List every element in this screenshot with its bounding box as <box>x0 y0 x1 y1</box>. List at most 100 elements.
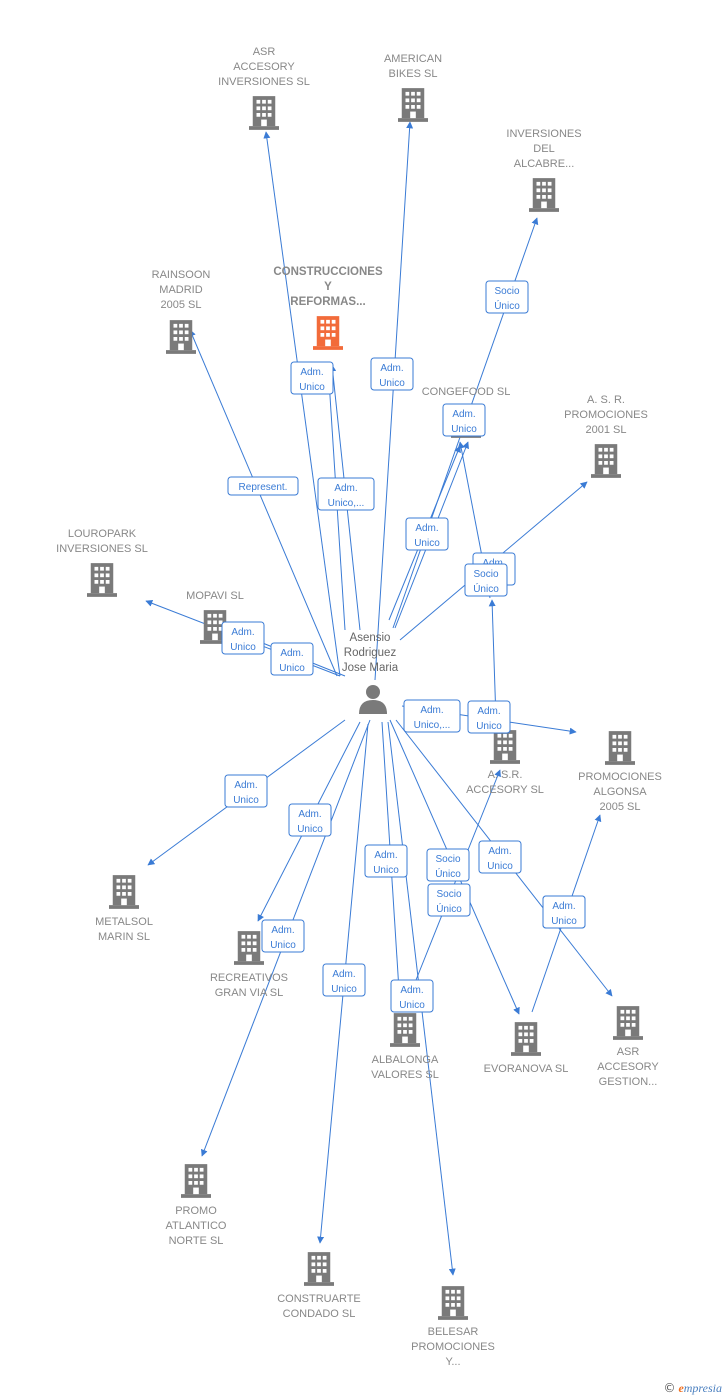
edge-label-text: Unico <box>299 382 325 393</box>
company-name-line: CONGEFOOD SL <box>422 386 511 398</box>
company-node-asr-accesory[interactable]: A. S.R.ACCESORY SL <box>466 730 544 796</box>
company-name-line: PROMOCIONES <box>564 409 648 421</box>
company-name-line: MARIN SL <box>98 931 150 943</box>
edge-label-12[interactable]: Adm. Unico <box>467 700 511 734</box>
company-name-line: GESTION... <box>599 1076 658 1088</box>
building-icon <box>304 1252 334 1286</box>
company-node-congefood[interactable]: CONGEFOOD SL <box>422 386 511 438</box>
company-name-line: ASR <box>617 1046 640 1058</box>
company-name-line: Y <box>324 281 332 293</box>
edge-label-5[interactable]: Adm.Unico <box>442 403 486 437</box>
edge-label-text: Adm. <box>332 969 355 980</box>
edge-label-text: Único <box>436 902 462 915</box>
company-node-construarte-condado[interactable]: CONSTRUARTE CONDADO SL <box>277 1252 361 1320</box>
edge-label-11[interactable]: Adm.Unico,... <box>403 699 461 733</box>
edge-label-10[interactable]: Adm.Unico <box>270 642 314 676</box>
company-node-construcciones-reformas[interactable]: CONSTRUCCIONESYREFORMAS... <box>273 266 383 350</box>
edge-label-9[interactable]: Adm.Unico <box>221 621 265 655</box>
person-name-line: Rodriguez <box>344 647 397 659</box>
brand-name: mpresia <box>683 1381 722 1395</box>
edge-label-13[interactable]: Adm.Unico <box>224 774 268 808</box>
building-icon <box>613 1006 643 1040</box>
edge-label-text: Unico,... <box>414 720 451 731</box>
edge-label-text: Unico <box>399 1000 425 1011</box>
company-name-line: A. S. R. <box>587 394 625 406</box>
edge-label-text: Unico <box>331 984 357 995</box>
edge-label-text: Socio <box>436 889 461 900</box>
edge-label-18[interactable]: Adm. Unico <box>478 840 522 874</box>
company-node-inversiones-del-alcabre[interactable]: INVERSIONESDELALCABRE... <box>506 128 582 212</box>
edge-label-text: Adm. <box>300 367 323 378</box>
company-name-line: ATLANTICO <box>166 1220 227 1232</box>
edge-label-14[interactable]: Adm.Unico <box>288 803 332 837</box>
company-name-line: PROMO <box>175 1205 217 1217</box>
edge-label-text: Adm. <box>400 985 423 996</box>
edge-label-text: Unico <box>487 861 513 872</box>
edge-label-text: Unico <box>297 824 323 835</box>
edge-label-6[interactable]: Adm.Unico <box>405 517 449 551</box>
company-node-evoranova[interactable]: EVORANOVA SL <box>484 1022 569 1075</box>
edge-label-0[interactable]: Adm. Unico <box>290 361 334 395</box>
company-name-line: INVERSIONES SL <box>218 76 310 88</box>
building-icon <box>490 730 520 764</box>
edge-label-text: Represent. <box>239 482 288 493</box>
building-icon <box>166 320 196 354</box>
edge-label-4[interactable]: Adm.Unico,... <box>317 477 375 511</box>
company-name-line: Y... <box>445 1356 460 1368</box>
edge-0 <box>263 131 341 677</box>
company-name-line: BIKES SL <box>389 68 438 80</box>
edge-label-21[interactable]: Adm. Unico <box>390 979 434 1013</box>
company-name-line: ACCESORY SL <box>466 784 544 796</box>
company-name-line: ALGONSA <box>593 786 647 798</box>
edge-label-text: Unico <box>233 795 259 806</box>
company-node-belesar-promociones[interactable]: BELESARPROMOCIONESY... <box>411 1286 495 1368</box>
edge-3 <box>189 329 338 677</box>
company-name-line: VALORES SL <box>371 1069 439 1081</box>
building-icon <box>87 563 117 597</box>
company-name-line: EVORANOVA SL <box>484 1063 569 1075</box>
edge-label-text: Unico <box>230 642 256 653</box>
edge-label-23[interactable]: Adm.Unico <box>542 895 586 929</box>
edge-label-text: Único <box>435 867 461 880</box>
company-node-asr-accesory-gestion[interactable]: ASRACCESORYGESTION... <box>597 1006 659 1088</box>
building-icon <box>605 731 635 765</box>
company-name-line: ACCESORY <box>233 61 295 73</box>
company-node-mopavi[interactable]: MOPAVI SL <box>186 590 244 644</box>
edge-label-text: Socio <box>494 286 519 297</box>
edge-label-text: Unico <box>551 916 577 927</box>
edge-label-1[interactable]: Adm.Unico <box>370 357 414 391</box>
company-name-line: PROMOCIONES <box>411 1341 495 1353</box>
company-name-line: CONSTRUARTE <box>277 1293 361 1305</box>
edge-label-15[interactable]: Adm.Unico <box>261 919 305 953</box>
edge-labels-layer: Adm.UnicoAdm.UnicoSocioÚnicoRepresent.Ad… <box>221 280 586 1013</box>
person-name-line: Asensio <box>350 632 391 644</box>
edge-label-text: Adm. <box>477 706 500 717</box>
edge-label-text: Adm. <box>488 846 511 857</box>
edge-label-20[interactable]: Adm. Unico <box>322 963 366 997</box>
edge-1 <box>374 121 414 681</box>
edge-label-text: Socio <box>435 854 460 865</box>
company-name-line: CONDADO SL <box>283 1308 356 1320</box>
edge-label-16[interactable]: Adm.Unico <box>364 844 408 878</box>
company-name-line: DEL <box>533 143 554 155</box>
edge-label-3[interactable]: Represent. <box>227 476 299 496</box>
edge-label-text: Unico <box>476 721 502 732</box>
brand-footer: ©empresia <box>663 1381 722 1396</box>
